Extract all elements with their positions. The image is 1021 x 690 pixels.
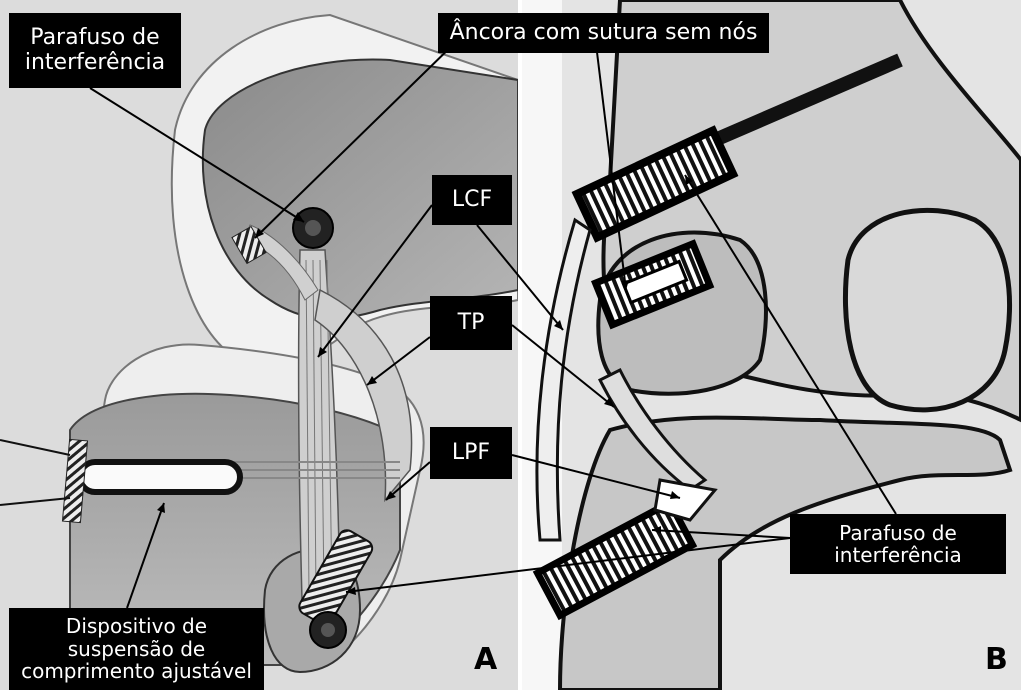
- patella-b: [845, 210, 1009, 410]
- panel-label-b: B: [985, 642, 1008, 677]
- panel-b-drawing: [522, 0, 1021, 690]
- label-dispositivo: Dispositivo de suspensão de comprimento …: [9, 608, 264, 690]
- label-parafuso-right: Parafuso de interferência: [790, 514, 1006, 574]
- label-ancora: Âncora com sutura sem nós: [438, 13, 769, 53]
- label-tp: TP: [430, 296, 512, 350]
- panel-label-a: A: [474, 642, 497, 677]
- label-parafuso-top: Parafuso de interferência: [9, 13, 181, 88]
- label-lcf: LCF: [432, 175, 512, 225]
- label-lpf: LPF: [430, 427, 512, 479]
- suspension-loop: [80, 462, 240, 492]
